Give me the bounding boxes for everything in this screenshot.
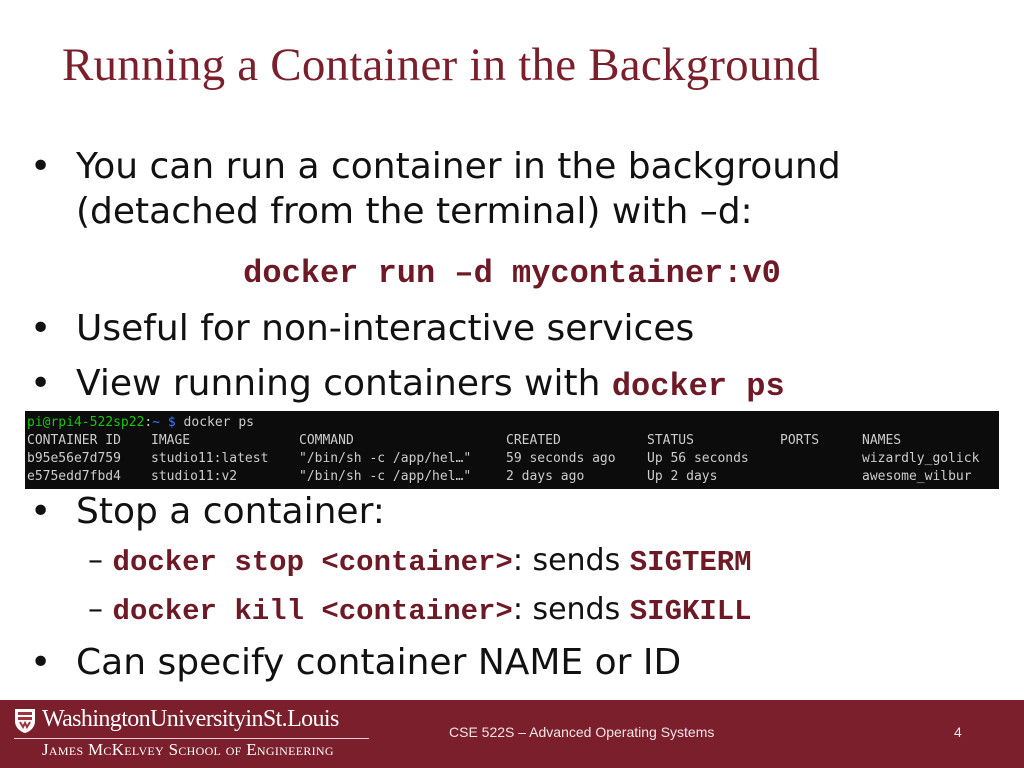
- bullet-marker: •: [30, 491, 52, 532]
- terminal-screenshot: pi@rpi4-522sp22:~ $ docker ps CONTAINER …: [25, 411, 999, 489]
- prompt-user: pi@rpi4-522sp22: [27, 415, 145, 430]
- cell-created: 59 seconds ago: [506, 451, 616, 466]
- university-logo: WashingtonUniversityinSt.Louis James McK…: [14, 706, 374, 764]
- slide-footer: WashingtonUniversityinSt.Louis James McK…: [0, 700, 1024, 768]
- cell-container-id: b95e56e7d759: [27, 451, 121, 466]
- header-created: CREATED: [506, 433, 561, 448]
- bullet-4-text: Stop a container:: [76, 491, 385, 532]
- shield-icon: [15, 709, 35, 733]
- header-ports: PORTS: [780, 433, 820, 448]
- cell-command: "/bin/sh -c /app/hel…": [299, 451, 472, 466]
- logo-school-name: James McKelvey School of Engineering: [42, 740, 334, 759]
- prompt-separator: :: [144, 415, 153, 430]
- cell-names: awesome_wilbur: [862, 469, 972, 484]
- logo-divider: [14, 738, 369, 739]
- bullet-2-text: Useful for non-interactive services: [76, 308, 695, 349]
- cell-command: "/bin/sh -c /app/hel…": [299, 469, 472, 484]
- cell-created: 2 days ago: [506, 469, 585, 484]
- sub-bullet-text: : sends: [512, 592, 630, 627]
- sub-bullet-stop: – docker stop <container>: sends SIGTERM: [88, 541, 752, 583]
- header-image: IMAGE: [151, 433, 191, 448]
- bullet-3-content: View running containers with docker ps: [76, 362, 785, 409]
- bullet-5-text: Can specify container NAME or ID: [76, 642, 682, 683]
- docker-kill-command: docker kill <container>: [112, 595, 513, 628]
- header-names: NAMES: [862, 433, 902, 448]
- bullet-3-text: View running containers with: [76, 363, 612, 404]
- page-number: 4: [954, 724, 962, 740]
- header-status: STATUS: [647, 433, 694, 448]
- header-container-id: CONTAINER ID: [27, 433, 121, 448]
- terminal-row: e575edd7fbd4 studio11:v2 "/bin/sh -c /ap…: [27, 468, 997, 485]
- bullet-1-line-2: (detached from the terminal) with –d:: [76, 191, 753, 232]
- terminal-row: b95e56e7d759 studio11:latest "/bin/sh -c…: [27, 450, 997, 467]
- sub-bullet-text: : sends: [512, 543, 630, 578]
- cell-image: studio11:v2: [151, 469, 238, 484]
- cell-status: Up 2 days: [647, 469, 718, 484]
- docker-ps-command: docker ps: [611, 368, 785, 405]
- docker-run-command: docker run –d mycontainer:v0: [243, 255, 781, 292]
- terminal-prompt-line: pi@rpi4-522sp22:~ $ docker ps: [27, 414, 254, 431]
- prompt-path: ~ $: [152, 415, 176, 430]
- footer-course-name: CSE 522S – Advanced Operating Systems: [449, 724, 715, 740]
- terminal-header-row: CONTAINER ID IMAGE COMMAND CREATED STATU…: [27, 432, 997, 449]
- logo-university-name: WashingtonUniversityinSt.Louis: [42, 706, 339, 732]
- cell-status: Up 56 seconds: [647, 451, 749, 466]
- sub-bullet-dash: –: [88, 543, 103, 578]
- bullet-marker: •: [30, 146, 52, 187]
- bullet-1-line-1: You can run a container in the backgroun…: [76, 146, 841, 187]
- header-command: COMMAND: [299, 433, 354, 448]
- bullet-marker: •: [30, 308, 52, 349]
- prompt-command: docker ps: [175, 415, 254, 430]
- slide-title: Running a Container in the Background: [62, 39, 820, 91]
- sub-bullet-kill: – docker kill <container>: sends SIGKILL: [88, 590, 752, 632]
- signal-sigkill: SIGKILL: [629, 595, 752, 628]
- signal-sigterm: SIGTERM: [629, 546, 752, 579]
- sub-bullet-dash: –: [88, 592, 103, 627]
- bullet-1-code-block: docker run –d mycontainer:v0: [0, 252, 1024, 292]
- cell-container-id: e575edd7fbd4: [27, 469, 121, 484]
- bullet-marker: •: [30, 642, 52, 683]
- docker-stop-command: docker stop <container>: [112, 546, 513, 579]
- cell-names: wizardly_golick: [862, 451, 980, 466]
- bullet-marker: •: [30, 363, 52, 404]
- cell-image: studio11:latest: [151, 451, 269, 466]
